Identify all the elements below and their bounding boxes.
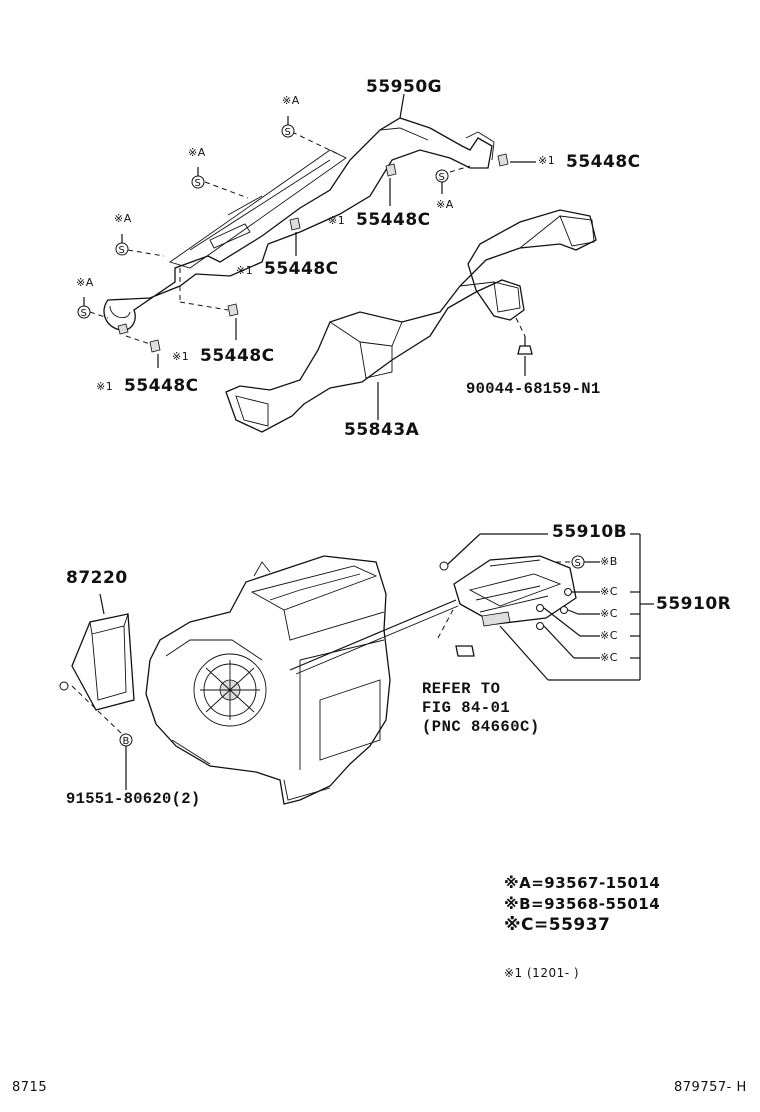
bolt-90044 [515, 317, 533, 376]
label-55448c-a: 55448C [566, 152, 641, 172]
label-55910b: 55910B [552, 522, 628, 542]
marker-a-5: ※A [436, 198, 454, 211]
svg-text:S: S [195, 178, 201, 189]
refer-line-1: REFER TO [422, 680, 501, 698]
marker-1-d: ※1 [172, 350, 190, 363]
marker-a-4: ※A [76, 276, 94, 289]
label-55448c-b: 55448C [356, 210, 431, 230]
label-55843a: 55843A [344, 420, 420, 440]
marker-1-a: ※1 [538, 154, 556, 167]
marker-1-e: ※1 [96, 380, 114, 393]
screw-symbols: S S S S S S B [77, 116, 585, 747]
label-55950g: 55950G [366, 77, 443, 97]
marker-b: ※B [600, 555, 618, 568]
marker-a-3: ※A [114, 212, 132, 225]
label-55448c-c: 55448C [264, 259, 339, 279]
legend-a: ※A=93567-15014 [504, 874, 661, 892]
footer-right: 879757- H [674, 1080, 747, 1095]
legend-c: ※C=55937 [504, 915, 611, 935]
legend-note-1: ※1 (1201- ) [504, 966, 580, 980]
label-55448c-d: 55448C [200, 346, 275, 366]
label-91551: 91551-80620(2) [66, 790, 201, 808]
label-55448c-e: 55448C [124, 376, 199, 396]
marker-1-b: ※1 [328, 214, 346, 227]
svg-text:S: S [285, 127, 291, 138]
label-87220: 87220 [66, 568, 128, 588]
svg-text:S: S [81, 308, 87, 319]
gasket-87220 [59, 593, 135, 790]
marker-c-1: ※C [600, 585, 618, 598]
refer-line-3: (PNC 84660C) [422, 718, 540, 736]
svg-text:S: S [575, 558, 581, 569]
legend-b: ※B=93568-55014 [504, 895, 661, 913]
duct-55843a [225, 209, 597, 433]
svg-text:S: S [439, 172, 445, 183]
footer-left: 8715 [12, 1080, 48, 1095]
refer-line-2: FIG 84-01 [422, 699, 511, 717]
marker-c-2: ※C [600, 607, 618, 620]
marker-c-3: ※C [600, 629, 618, 642]
label-55910r: 55910R [656, 594, 732, 614]
marker-c-4: ※C [600, 651, 618, 664]
hvac-unit [145, 555, 391, 805]
leaders-upper [89, 93, 536, 368]
marker-a-2: ※A [188, 146, 206, 159]
clips-55448c [117, 153, 509, 353]
svg-text:S: S [119, 245, 125, 256]
label-90044: 90044-68159-N1 [466, 380, 601, 398]
marker-a-1: ※A [282, 94, 300, 107]
marker-1-c: ※1 [236, 264, 254, 277]
control-55910r [289, 533, 654, 681]
svg-text:B: B [123, 736, 130, 747]
